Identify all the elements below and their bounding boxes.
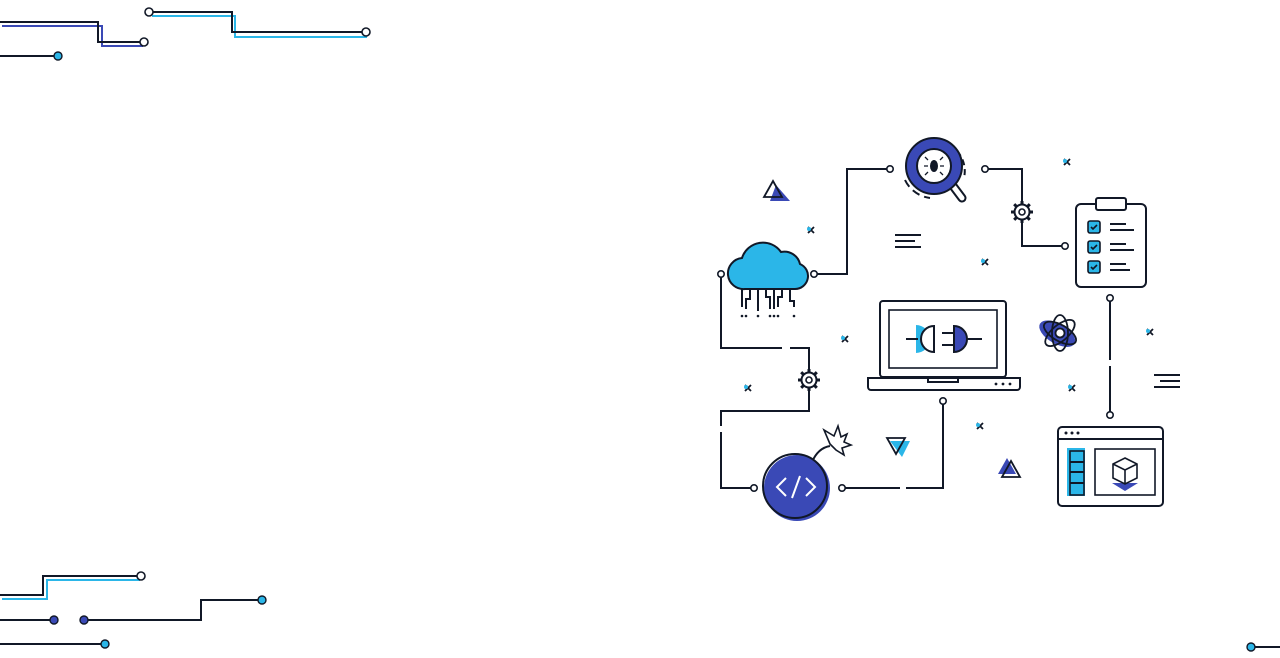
triangle-decoration-icon xyxy=(998,458,1022,478)
circuit-traces-top-left xyxy=(0,7,371,61)
circuit-traces-bottom-left xyxy=(0,571,267,649)
gear-icon xyxy=(1011,201,1033,223)
bug-search-icon xyxy=(904,137,967,203)
atom-icon xyxy=(1039,314,1077,352)
text-lines-icon xyxy=(895,234,921,248)
triangle-decoration-icon xyxy=(885,437,910,457)
laptop-plug-icon xyxy=(867,300,1021,391)
sparkle-decoration-icon xyxy=(744,158,1154,430)
checklist-clipboard-icon xyxy=(1075,197,1147,288)
browser-3d-cube-icon xyxy=(1057,426,1164,507)
text-lines-icon xyxy=(1154,374,1180,388)
circuit-trace-bottom-right xyxy=(1246,642,1280,652)
triangle-decoration-icon xyxy=(762,179,790,201)
gear-icon xyxy=(798,369,820,391)
cloud-computing-icon xyxy=(726,241,809,318)
connector-lines xyxy=(716,165,1115,492)
code-bomb-icon xyxy=(762,423,854,521)
